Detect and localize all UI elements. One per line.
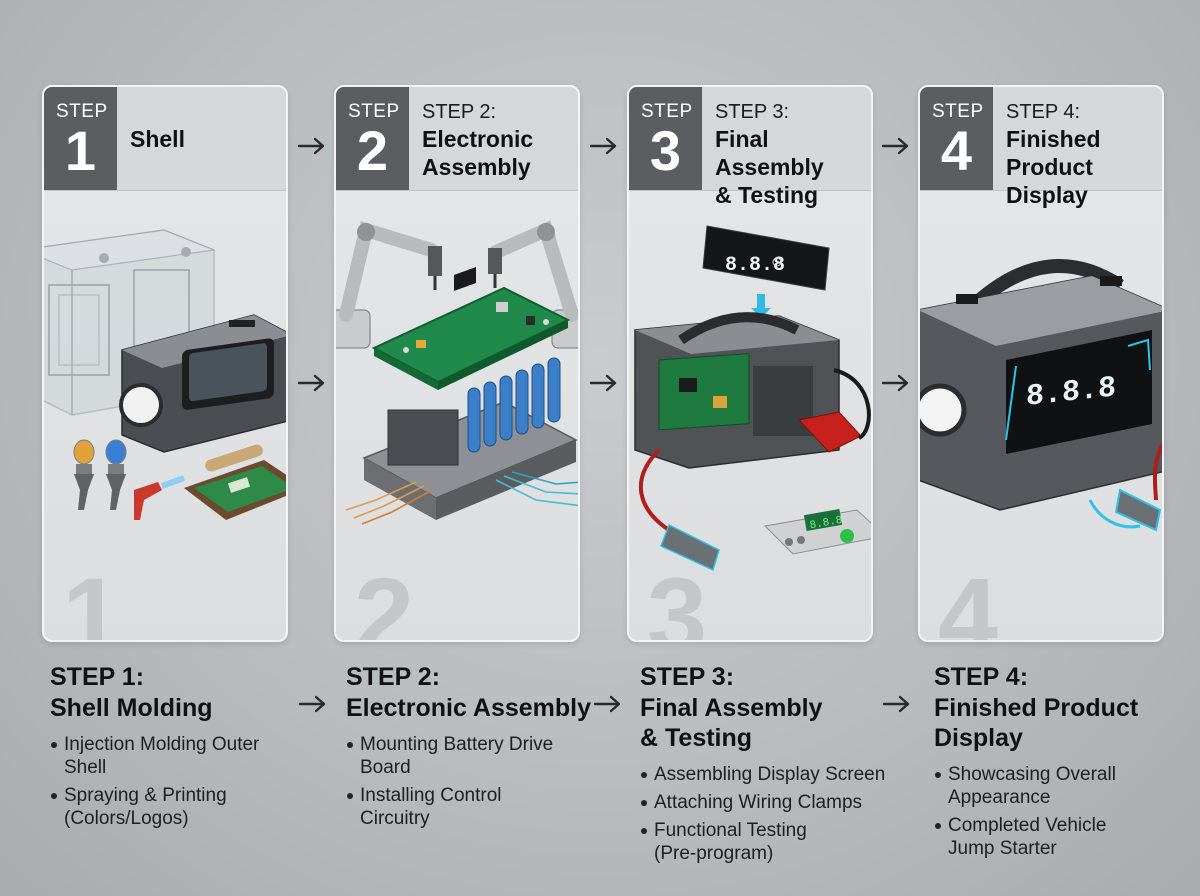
step-card-3: STEP 3 STEP 3: Final Assembly & Testing …: [627, 85, 873, 642]
battery-pack-icon: [362, 357, 578, 520]
step-card-2: STEP 2 STEP 2: Electronic Assembly 2: [334, 85, 580, 642]
badge-number: 3: [649, 119, 682, 182]
bullet-list: Mounting Battery Drive Board Installing …: [346, 733, 596, 830]
tester-device-icon: 8.8.8: [763, 508, 871, 555]
card-header: STEP 4 STEP 4: Finished Product Display: [920, 87, 1162, 208]
final-assembly-illustration: 8.8.8 8.8.8: [634, 225, 871, 572]
card-title: Final Assembly & Testing: [715, 125, 871, 209]
card-title-line: Final Assembly: [715, 126, 824, 180]
display-screen-icon: 8.8.8: [702, 225, 830, 291]
jump-starter-product-icon: 8.8.8: [920, 259, 1162, 511]
clamp-cable-icon: [1088, 442, 1162, 532]
arrow-right-icon: [297, 373, 327, 393]
step-description-4: STEP 4: Finished Product Display Showcas…: [934, 662, 1174, 865]
card-header: STEP 2 STEP 2: Electronic Assembly: [336, 87, 578, 191]
arrow-down-icon: [751, 294, 771, 318]
step-label: STEP 2:: [346, 663, 441, 691]
step-label: STEP 1:: [50, 663, 145, 691]
bullet-item: Showcasing Overall Appearance: [934, 763, 1148, 809]
background-step-number: 3: [647, 555, 708, 642]
step-title: Electronic Assembly: [346, 694, 592, 722]
arrow-right-icon: [882, 694, 912, 714]
screen-print-frame-icon: [184, 444, 286, 520]
card-title-line: Electronic: [422, 126, 534, 152]
spray-gun-icon: [73, 439, 186, 520]
step-label: STEP 3:: [640, 663, 735, 691]
background-step-number: 2: [354, 555, 415, 642]
arrow-right-icon: [589, 373, 619, 393]
background-step-number: 1: [62, 555, 123, 642]
step-title-line: & Testing: [640, 724, 753, 752]
robot-arm-icon: [336, 221, 442, 349]
display-readout: 8.8.8: [725, 254, 785, 277]
bullet-item: Installing Control Circuitry: [346, 784, 530, 830]
badge-word: STEP: [932, 101, 984, 122]
card-title-line: Finished: [1006, 126, 1101, 152]
card-title-line: Assembly: [422, 154, 531, 180]
card-title-line: Product Display: [1006, 154, 1093, 208]
card-header: STEP 3 STEP 3: Final Assembly & Testing: [629, 87, 871, 208]
bullet-list: Assembling Display Screen Attaching Wiri…: [640, 763, 890, 865]
card-subtitle: STEP 2:: [422, 101, 497, 123]
badge-number: 1: [64, 119, 97, 182]
step-description-2: STEP 2: Electronic Assembly Mounting Bat…: [346, 662, 596, 835]
bullet-item: Injection Molding Outer Shell: [50, 733, 284, 779]
card-subtitle: STEP 4:: [1006, 101, 1081, 123]
badge-number: 2: [356, 119, 389, 182]
bullet-list: Showcasing Overall Appearance Completed …: [934, 763, 1174, 860]
badge-word: STEP: [56, 101, 108, 122]
step-title-line: Finished Product: [934, 694, 1139, 722]
step-title: Shell Molding: [50, 694, 213, 722]
arrow-right-icon: [881, 373, 911, 393]
arrow-right-icon: [593, 694, 623, 714]
black-clamp-icon: [639, 448, 720, 572]
step-description-1: STEP 1: Shell Molding Injection Molding …: [50, 662, 290, 835]
bullet-item: Functional Testing (Pre-program): [640, 819, 834, 865]
card-header: STEP 1 Shell: [44, 87, 286, 191]
step-title-line: Display: [934, 724, 1023, 752]
step-card-4: STEP 4 STEP 4: Finished Product Display …: [918, 85, 1164, 642]
bullet-item: Attaching Wiring Clamps: [640, 791, 904, 814]
arrow-right-icon: [589, 136, 619, 156]
bullet-item: Assembling Display Screen: [640, 763, 904, 786]
jump-starter-shell-icon: [119, 314, 286, 453]
bullet-item: Spraying & Printing (Colors/Logos): [50, 784, 254, 830]
bullet-item: Mounting Battery Drive Board: [346, 733, 580, 779]
red-clamp-icon: [798, 368, 871, 453]
wiring-lines-icon: [345, 471, 578, 525]
tester-readout: 8.8.8: [809, 515, 844, 533]
bullet-item: Completed Vehicle Jump Starter: [934, 814, 1138, 860]
card-title-line: & Testing: [715, 182, 819, 208]
step-card-1: STEP 1 Shell 1: [42, 85, 288, 642]
step-badge: STEP 4: [920, 87, 993, 190]
badge-word: STEP: [348, 101, 400, 122]
arrow-right-icon: [881, 136, 911, 156]
badge-word: STEP: [641, 101, 693, 122]
step-title-line: Final Assembly: [640, 694, 823, 722]
card-title: Finished Product Display: [1006, 125, 1162, 209]
badge-number: 4: [940, 119, 973, 182]
card-title: Electronic Assembly: [422, 125, 533, 181]
shell-molding-illustration: [44, 229, 286, 520]
background-step-number: 4: [938, 555, 999, 642]
electronic-assembly-illustration: [336, 220, 578, 525]
arrow-right-icon: [298, 694, 328, 714]
bullet-list: Injection Molding Outer Shell Spraying &…: [50, 733, 290, 830]
arrow-right-icon: [297, 136, 327, 156]
circuit-board-icon: [371, 267, 571, 390]
card-title-line: Shell: [130, 126, 185, 152]
step-badge: STEP 2: [336, 87, 409, 190]
card-subtitle: STEP 3:: [715, 101, 790, 123]
step-badge: STEP 3: [629, 87, 702, 190]
finished-product-illustration: 8.8.8: [920, 259, 1162, 532]
jump-starter-body-icon: [634, 312, 840, 469]
card-title: Shell: [130, 125, 185, 153]
step-label: STEP 4:: [934, 663, 1029, 691]
step-description-3: STEP 3: Final Assembly & Testing Assembl…: [640, 662, 890, 870]
step-badge: STEP 1: [44, 87, 117, 190]
